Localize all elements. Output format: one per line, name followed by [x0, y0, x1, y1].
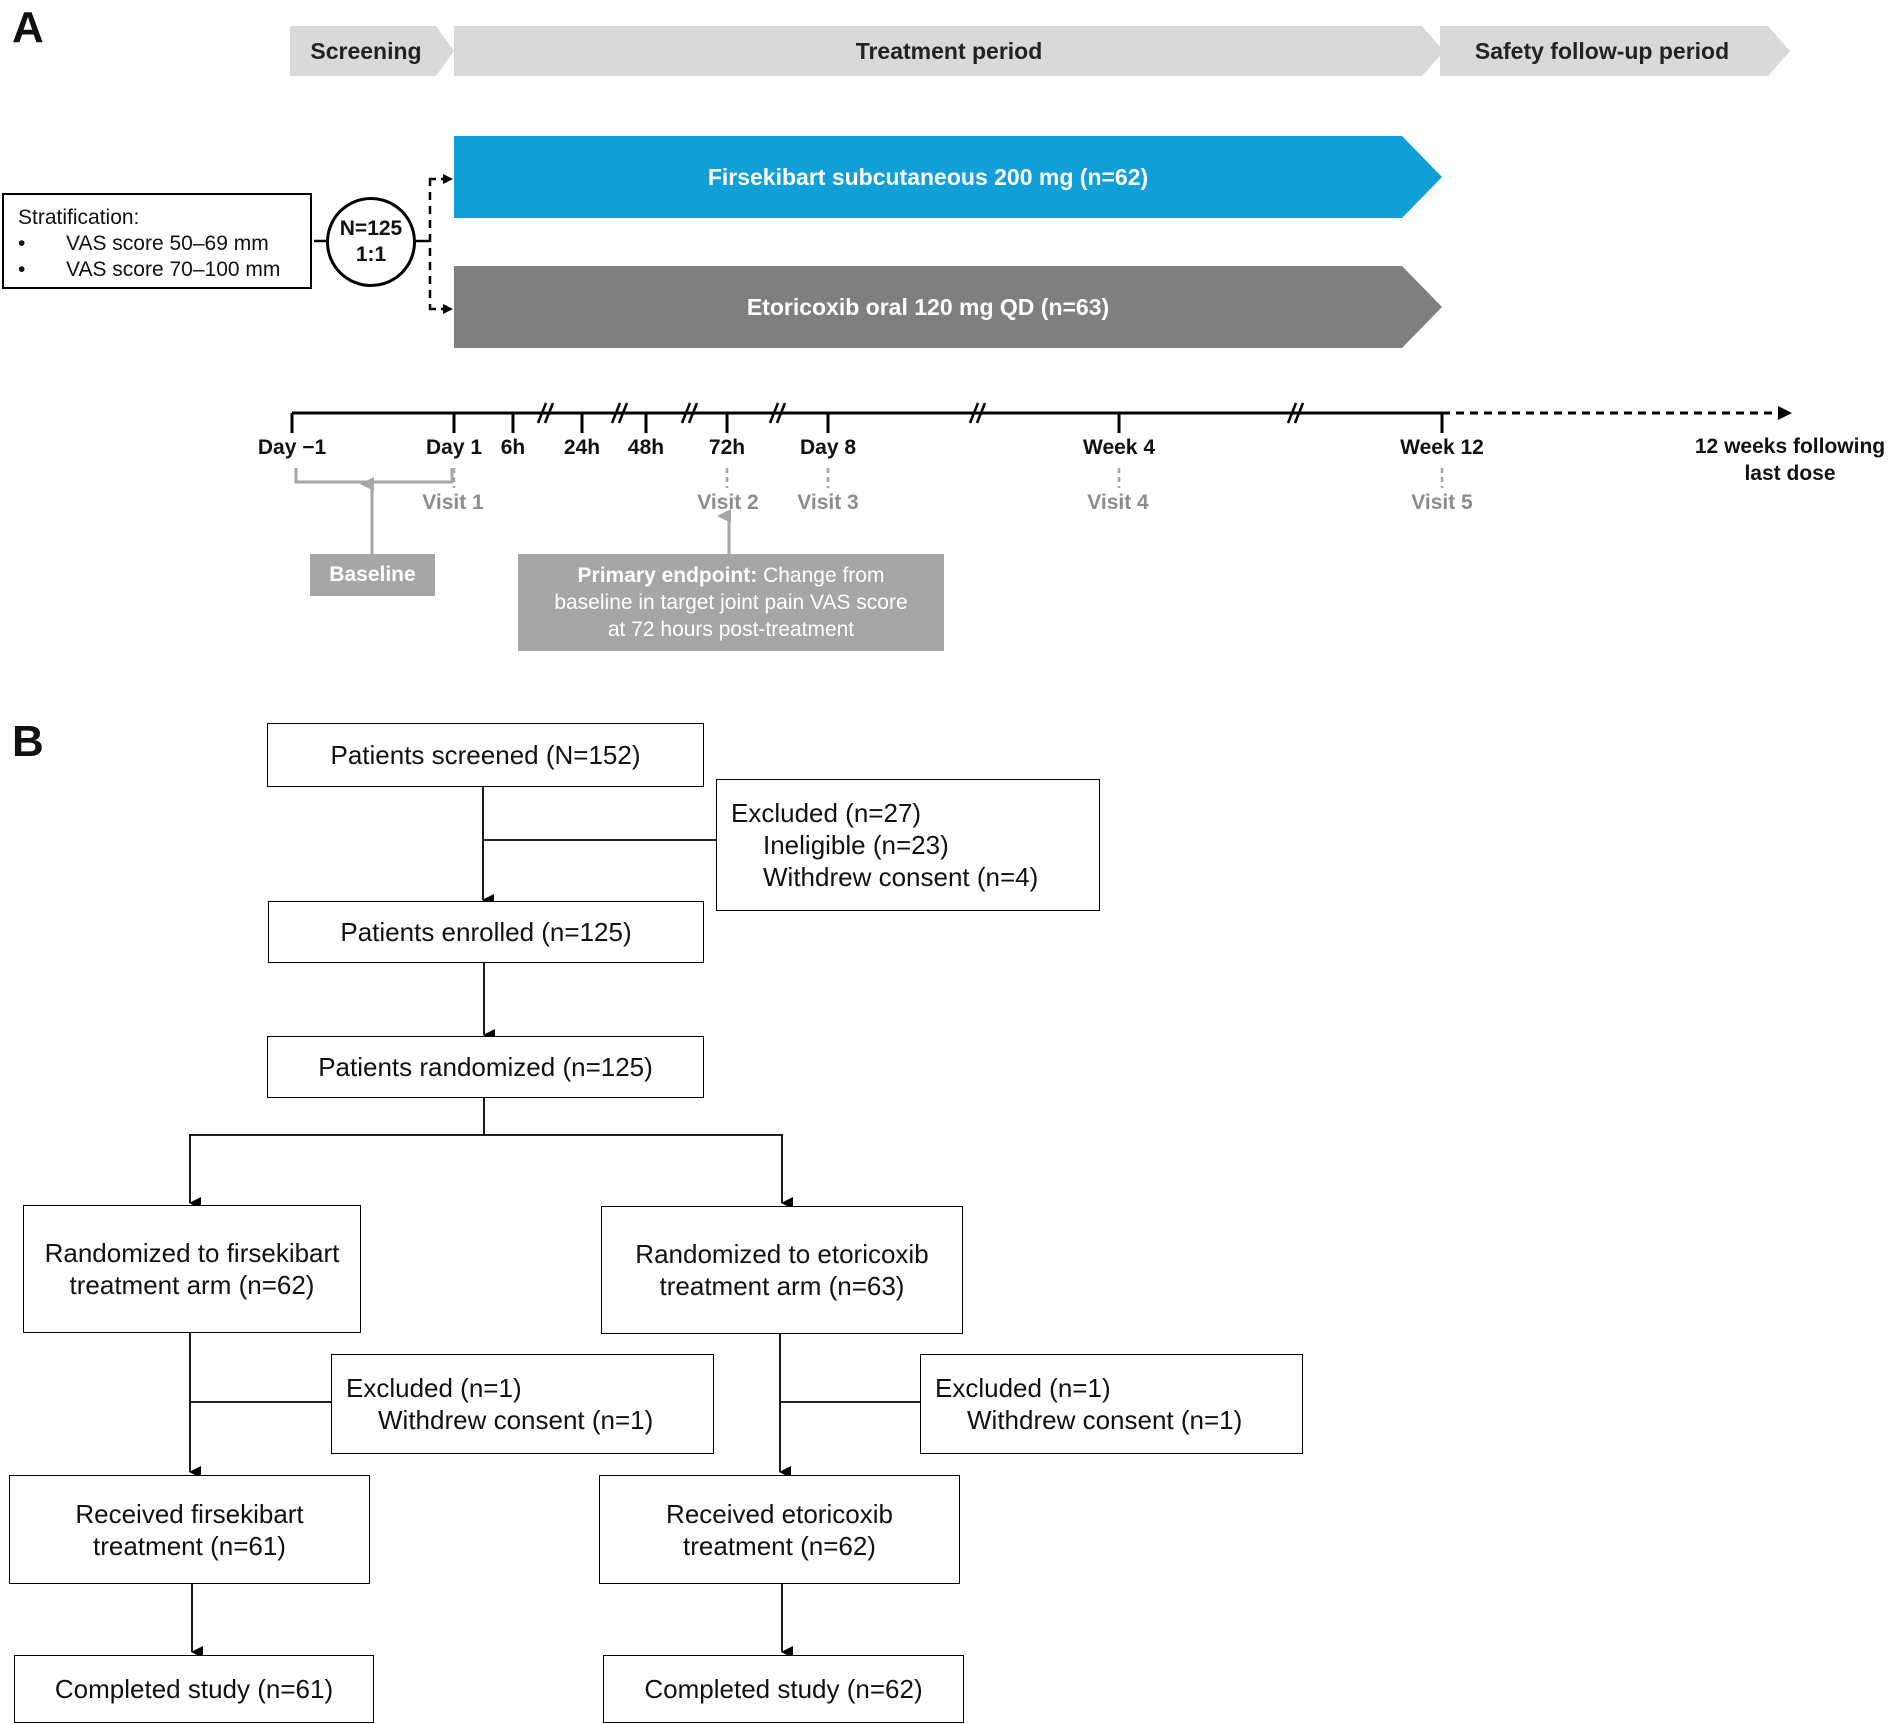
stratification-item: • VAS score 50–69 mm — [18, 231, 296, 257]
tick-label: Day −1 — [257, 436, 327, 459]
right-arm-randomized-line: treatment arm (n=63) — [659, 1271, 905, 1301]
left-arm-excluded-reason: Withdrew consent (n=1) — [378, 1405, 654, 1435]
right-arm-received-box: Received etoricoxib treatment (n=62) — [599, 1475, 960, 1584]
timeline-arrowhead — [1778, 406, 1792, 420]
baseline-box: Baseline — [310, 554, 435, 596]
primary-endpoint-text: Change from — [757, 564, 885, 587]
stratification-title: Stratification: — [18, 206, 140, 229]
tick-label: Week 4 — [1083, 436, 1155, 459]
visit-dashes — [452, 468, 1444, 488]
stratification-item-label: VAS score 70–100 mm — [66, 258, 281, 281]
left-arm-received-line: treatment (n=61) — [93, 1530, 286, 1561]
arm-etoricoxib-label: Etoricoxib oral 120 mg QD (n=63) — [746, 293, 1110, 320]
left-arm-randomized-box: Randomized to firsekibart treatment arm … — [23, 1205, 361, 1333]
bullet: • — [18, 258, 26, 281]
bullet: • — [18, 232, 26, 255]
arm-firsekibart-label: Firsekibart subcutaneous 200 mg (n=62) — [707, 163, 1149, 190]
randomization-circle: N=125 1:1 — [326, 197, 416, 287]
axis-breaks — [536, 402, 1305, 424]
stratification-item: • VAS score 70–100 mm — [18, 257, 296, 283]
visit-label: Visit 1 — [422, 491, 484, 514]
left-arm-randomized-line: Randomized to firsekibart — [44, 1238, 340, 1268]
panel-b-label: B — [12, 717, 44, 766]
randomized-box: Patients randomized (n=125) — [267, 1036, 704, 1098]
baseline-label: Baseline — [329, 563, 416, 586]
arm-etoricoxib: Etoricoxib oral 120 mg QD (n=63) — [454, 266, 1442, 348]
tick-label: 72h — [708, 436, 746, 459]
right-arm-received-line: Received etoricoxib — [666, 1498, 893, 1529]
tick-label: 48h — [627, 436, 665, 459]
tick-label: Week 12 — [1400, 436, 1484, 459]
primary-endpoint-line: Primary endpoint: Change from — [578, 562, 885, 589]
stratification-item-label: VAS score 50–69 mm — [66, 232, 269, 255]
primary-endpoint-line: at 72 hours post-treatment — [607, 618, 855, 641]
visit-label: Visit 4 — [1087, 491, 1149, 514]
screened-label: Patients screened (N=152) — [330, 740, 641, 770]
arm-firsekibart: Firsekibart subcutaneous 200 mg (n=62) — [454, 136, 1442, 218]
enrolled-label: Patients enrolled (n=125) — [340, 917, 632, 947]
visit-label: Visit 5 — [1411, 491, 1473, 514]
screened-box: Patients screened (N=152) — [267, 723, 704, 787]
right-arm-randomized-line: Randomized to etoricoxib — [635, 1239, 929, 1269]
right-arm-excluded-reason: Withdrew consent (n=1) — [967, 1405, 1243, 1435]
excluded-ineligible: Ineligible (n=23) — [763, 830, 949, 860]
primary-endpoint-bold: Primary endpoint: — [577, 564, 758, 587]
phase-treatment-label: Treatment period — [855, 37, 1043, 64]
tick-label: Day 1 — [425, 436, 483, 459]
phase-screening: Screening — [290, 26, 454, 76]
tick-label: 6h — [500, 436, 526, 459]
primary-endpoint-box: Primary endpoint: Change from baseline i… — [518, 554, 944, 651]
phase-treatment: Treatment period — [454, 26, 1444, 76]
left-arm-excluded-title: Excluded (n=1) — [346, 1373, 522, 1403]
visit-label: Visit 3 — [797, 491, 859, 514]
tick-label: 24h — [563, 436, 601, 459]
excluded-withdrew: Withdrew consent (n=4) — [763, 862, 1039, 892]
baseline-bracket — [294, 468, 454, 484]
right-arm-completed-label: Completed study (n=62) — [644, 1674, 923, 1704]
randomized-label: Patients randomized (n=125) — [318, 1052, 653, 1082]
right-arm-excluded-title: Excluded (n=1) — [935, 1373, 1111, 1403]
enrolled-box: Patients enrolled (n=125) — [268, 901, 704, 963]
panel-a-label: A — [12, 3, 44, 52]
timeline-ticks — [290, 413, 1444, 433]
phase-screening-label: Screening — [310, 37, 422, 64]
right-arm-received-line: treatment (n=62) — [683, 1530, 876, 1561]
left-arm-received-box: Received firsekibart treatment (n=61) — [9, 1475, 370, 1584]
right-arm-randomized-box: Randomized to etoricoxib treatment arm (… — [601, 1206, 963, 1334]
right-arm-excluded-box: Excluded (n=1) Withdrew consent (n=1) — [920, 1354, 1303, 1454]
tick-label: Day 8 — [799, 436, 857, 459]
primary-endpoint-line: baseline in target joint pain VAS score — [554, 591, 908, 614]
left-arm-completed-box: Completed study (n=61) — [14, 1655, 374, 1723]
visit-label: Visit 2 — [697, 491, 759, 514]
randomized-split — [190, 1098, 782, 1136]
left-arm-randomized-line: treatment arm (n=62) — [69, 1270, 315, 1300]
right-arm-completed-box: Completed study (n=62) — [603, 1655, 964, 1723]
left-arm-excluded-box: Excluded (n=1) Withdrew consent (n=1) — [331, 1354, 714, 1454]
phase-safety-follow-up: Safety follow-up period — [1440, 26, 1790, 76]
timeline-end-label: 12 weeks following last dose — [1695, 433, 1885, 487]
phase-safety-label: Safety follow-up period — [1474, 37, 1730, 64]
randomization-n: N=125 — [339, 217, 403, 240]
stratification-box: Stratification: • VAS score 50–69 mm • VAS… — [2, 193, 312, 289]
left-arm-received-line: Received firsekibart — [75, 1498, 304, 1529]
excluded-main-box: Excluded (n=27) Ineligible (n=23) Withdr… — [716, 779, 1100, 911]
left-arm-completed-label: Completed study (n=61) — [54, 1674, 334, 1704]
timeline-end-label-line: 12 weeks following — [1694, 435, 1886, 458]
timeline-end-label-line: last dose — [1744, 462, 1836, 485]
excluded-main-title: Excluded (n=27) — [731, 798, 922, 828]
randomization-ratio: 1:1 — [355, 243, 387, 266]
